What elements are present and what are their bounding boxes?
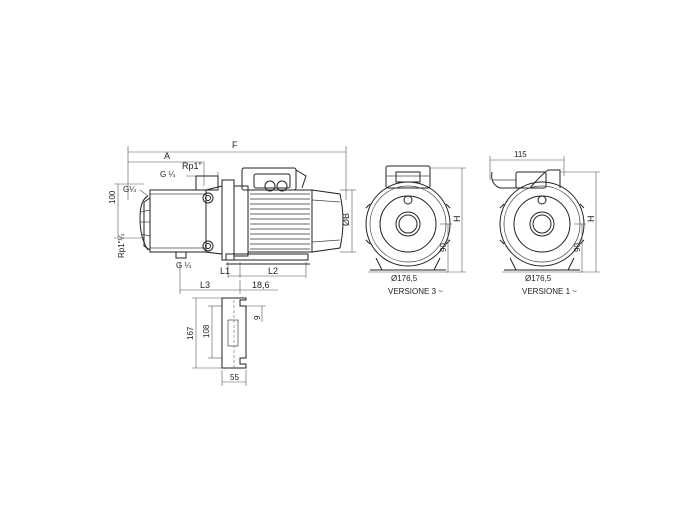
dim-g-quarter-left: G¼ (123, 185, 136, 194)
dim-ob: ØB (341, 213, 351, 226)
dim-rp1: Rp1" (182, 161, 202, 171)
dim-9: 9 (253, 315, 262, 320)
dim-167: 167 (186, 326, 195, 340)
side-view: F A Rp1" G ¼ G¼ 100 Rp1"¼ (108, 140, 356, 294)
dim-108: 108 (202, 324, 211, 338)
dim-diameter-v1: Ø176,5 (525, 274, 552, 283)
dim-rp1-quarter: Rp1"¼ (117, 233, 126, 258)
dim-g-quarter-bottom: G ¼ (176, 261, 191, 270)
dim-100: 100 (108, 190, 117, 204)
dim-g-quarter-a: G ¼ (160, 170, 175, 179)
dim-55: 55 (230, 373, 239, 382)
front-view-versione-3: H 90 Ø176,5 VERSIONE 3 ~ (365, 165, 466, 296)
dim-115: 115 (514, 150, 527, 159)
caption-versione-1: VERSIONE 1 ~ (522, 287, 577, 296)
dim-diameter-v3: Ø176,5 (391, 274, 418, 283)
dim-F: F (232, 140, 238, 150)
dim-H-v1: H (586, 216, 596, 223)
front-view-versione-1: 115 H 90 Ø176,5 VERSIONE 1 ~ (489, 150, 600, 296)
dim-H-v3: H (452, 216, 462, 223)
dim-90-v1: 90 (573, 243, 582, 252)
dim-L2: L2 (268, 266, 278, 276)
bracket-view: 167 108 9 55 (186, 297, 266, 386)
caption-versione-3: VERSIONE 3 ~ (388, 287, 443, 296)
dim-A: A (164, 151, 170, 161)
dim-L1: L1 (220, 266, 230, 276)
dim-90-v3: 90 (439, 243, 448, 252)
dim-18-6: 18,6 (252, 280, 270, 290)
dim-L3: L3 (200, 280, 210, 290)
